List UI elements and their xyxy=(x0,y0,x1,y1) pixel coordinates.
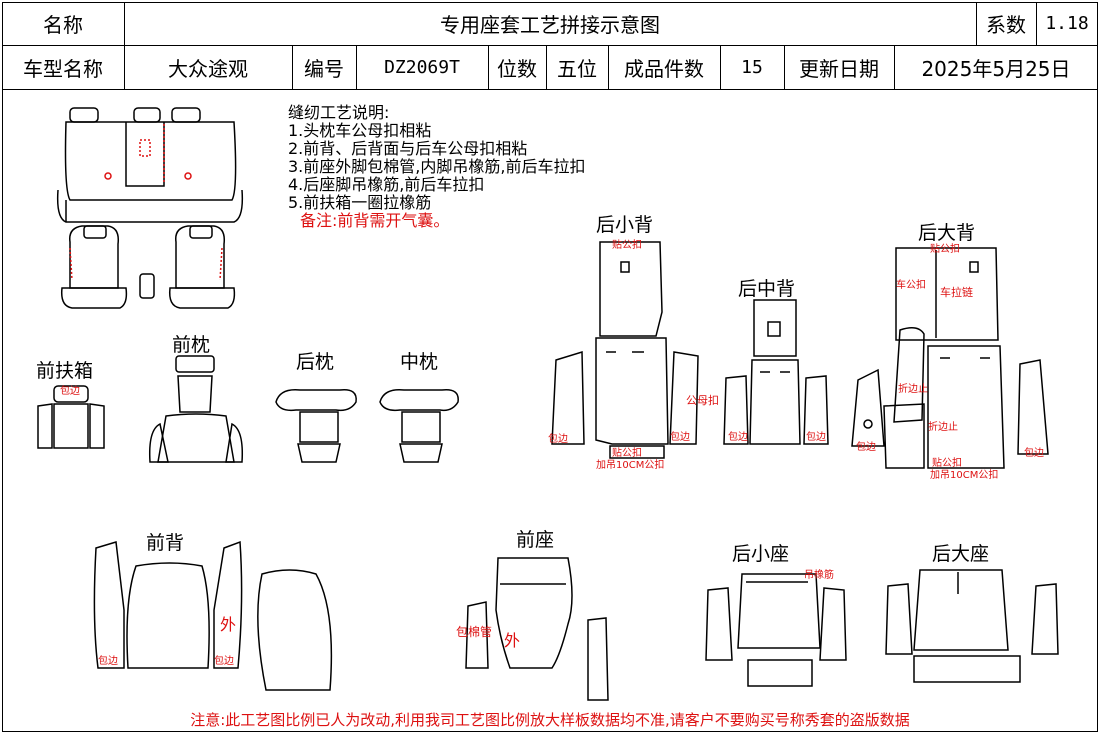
remark-text: 备注:前背需开气囊。 xyxy=(300,211,450,230)
col-divider xyxy=(124,2,125,89)
col-divider xyxy=(608,45,609,89)
rear-headrest-pieces xyxy=(275,389,357,463)
note-item: 2.前背、后背面与后车公母扣相粘 xyxy=(288,139,528,158)
label-rear-big-seat: 后大座 xyxy=(932,543,990,565)
rear-big-seat-pieces xyxy=(885,569,1059,683)
code-label: 编号 xyxy=(304,56,344,81)
code-value: DZ2069T xyxy=(384,56,460,78)
label-rear-mid-back: 后中背 xyxy=(738,278,796,300)
col-divider xyxy=(546,45,547,89)
header-bottom xyxy=(2,89,1098,90)
model-label: 车型名称 xyxy=(23,56,103,81)
col-divider xyxy=(356,45,357,89)
fold-edge-note: 折边止 xyxy=(928,420,958,433)
hang-velcro-note: 加吊10CM公扣 xyxy=(930,468,998,481)
note-item: 4.后座脚吊橡筋,前后车拉扣 xyxy=(288,175,485,194)
seats-label: 位数 xyxy=(497,56,537,81)
front-headrest-pieces xyxy=(148,355,244,463)
wrap-note: 包边 xyxy=(98,654,118,667)
col-divider xyxy=(784,45,785,89)
wrap-note: 包边 xyxy=(1024,446,1044,459)
col-divider xyxy=(720,45,721,89)
coef-value: 1.18 xyxy=(1045,13,1089,34)
col-divider xyxy=(1036,2,1037,45)
model-value: 大众途观 xyxy=(168,56,248,81)
label-rear-small-back: 后小背 xyxy=(596,214,654,236)
wrap-note: 包边 xyxy=(856,440,876,453)
armrest-pieces: 包边 xyxy=(37,384,105,449)
front-back-pieces: 外 包边 包边 xyxy=(93,540,333,691)
seat-overview-diagram xyxy=(56,107,244,309)
label-front-headrest: 前枕 xyxy=(172,334,211,356)
pieces-label: 成品件数 xyxy=(624,56,704,81)
velcro-note: 贴公扣 xyxy=(612,446,642,459)
col-divider xyxy=(488,45,489,89)
note-item: 5.前扶箱一圈拉橡筋 xyxy=(288,193,432,212)
update-value: 2025年5月25日 xyxy=(921,56,1071,81)
sheet-title: 专用座套工艺拼接示意图 xyxy=(440,13,660,37)
name-label: 名称 xyxy=(43,13,83,37)
rear-small-seat-pieces: 吊橡筋 xyxy=(705,568,847,687)
label-mid-headrest: 中枕 xyxy=(400,351,439,373)
fold-edge-note: 折边止 xyxy=(898,382,928,395)
col-divider xyxy=(894,45,895,89)
label-rear-headrest: 后枕 xyxy=(296,351,335,373)
sewing-notes: 缝纫工艺说明: 1.头枕车公母扣相粘 2.前背、后背面与后车公母扣相粘 3.前座… xyxy=(288,104,585,230)
seats-value: 五位 xyxy=(557,56,597,81)
label-rear-big-back: 后大背 xyxy=(918,222,976,244)
zipper-note: 车拉链 xyxy=(940,285,973,299)
wrap-note: 包边 xyxy=(214,654,234,667)
label-rear-small-seat: 后小座 xyxy=(732,543,790,565)
outside-note: 外 xyxy=(220,615,236,634)
hang-velcro-note: 加吊10CM公扣 xyxy=(596,458,664,471)
coef-label: 系数 xyxy=(986,13,1026,37)
pieces-value: 15 xyxy=(741,56,763,78)
cotton-pipe-note: 包棉管 xyxy=(456,624,492,639)
label-front-back: 前背 xyxy=(146,532,185,554)
label-front-seat: 前座 xyxy=(516,529,555,551)
mid-headrest-pieces xyxy=(379,389,459,463)
velcro-note: 贴公扣 xyxy=(932,456,962,469)
footer-warning: 注意:此工艺图比例已人为改动,利用我司工艺图比例放大样板数据均不准,请客户不要购… xyxy=(190,711,910,729)
label-armrest: 前扶箱 xyxy=(36,360,94,382)
col-divider xyxy=(292,45,293,89)
outside-note: 外 xyxy=(504,631,520,650)
rubber-band-note: 吊橡筋 xyxy=(804,568,834,581)
velcro-note: 贴公扣 xyxy=(612,238,642,251)
wrap-note: 包边 xyxy=(728,430,748,443)
header-divider xyxy=(2,45,1098,46)
note-item: 1.头枕车公母扣相粘 xyxy=(288,121,432,140)
male-buckle-note: 公母扣 xyxy=(686,393,719,407)
notes-title: 缝纫工艺说明: xyxy=(288,103,390,122)
note-item: 3.前座外脚包棉管,内脚吊橡筋,前后车拉扣 xyxy=(288,157,586,176)
velcro-note: 贴公扣 xyxy=(930,242,960,255)
armrest-wrap-note: 包边 xyxy=(60,384,80,397)
wrap-note: 包边 xyxy=(806,430,826,443)
rear-mid-back-pieces: 包边 包边 xyxy=(723,299,829,445)
wrap-note: 包边 xyxy=(548,432,568,445)
rear-big-back-pieces: 贴公扣 车公扣 车拉链 折边止 折边止 包边 包边 贴公扣 加吊10CM公扣 xyxy=(851,242,1049,481)
rear-small-back-pieces: 贴公扣 公母扣 包边 包边 贴公扣 加吊10CM公扣 xyxy=(548,238,719,471)
car-buckle-note: 车公扣 xyxy=(896,278,926,291)
col-divider xyxy=(976,2,977,45)
wrap-note: 包边 xyxy=(670,430,690,443)
header-table: 名称 专用座套工艺拼接示意图 系数 1.18 车型名称 大众途观 编号 DZ20… xyxy=(0,0,1100,90)
front-seat-pieces: 外 包棉管 xyxy=(456,557,609,701)
update-label: 更新日期 xyxy=(799,56,879,81)
